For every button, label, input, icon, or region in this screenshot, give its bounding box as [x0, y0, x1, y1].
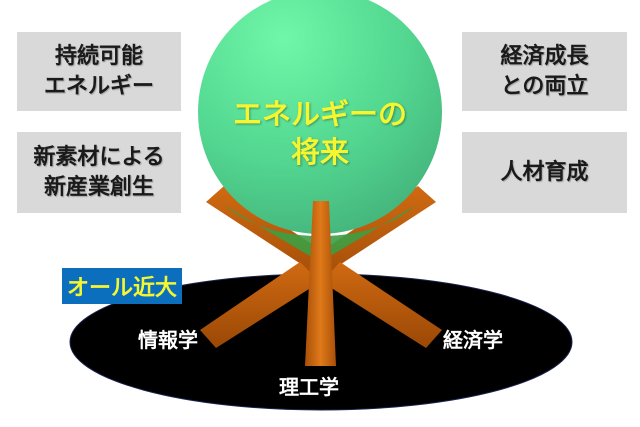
theme-box-new-materials: 新素材による 新産業創生	[17, 132, 181, 213]
leg-label-economics: 経済学	[443, 328, 503, 352]
leg-right	[322, 262, 442, 348]
leg-left	[200, 262, 320, 348]
leg-center	[305, 201, 336, 366]
leg-label-informatics: 情報学	[138, 328, 198, 352]
all-kindai-tag: オール近大	[62, 268, 182, 304]
leg-label-science-engineering: 理工学	[279, 375, 339, 399]
sphere-title: エネルギーの 将来	[232, 97, 407, 169]
theme-box-economic-growth: 経済成長 との両立	[462, 32, 627, 111]
theme-box-human-resources: 人材育成	[462, 132, 627, 213]
theme-box-sustainable-energy: 持続可能 エネルギー	[17, 32, 181, 111]
